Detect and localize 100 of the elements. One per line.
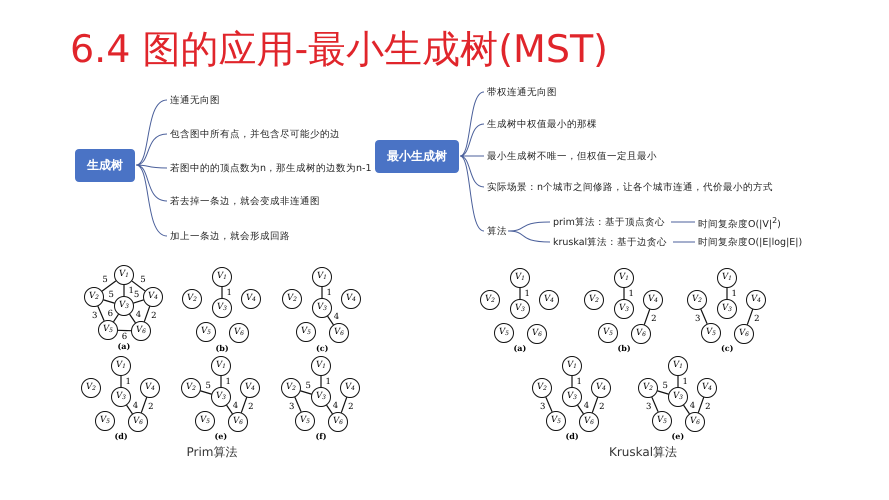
edge-weight: 4 [232, 400, 240, 411]
edge-weight: 6 [120, 332, 128, 342]
branch-topic: 生成树中权值最小的那棵 [487, 118, 597, 130]
branch-line [460, 156, 484, 232]
vertex-circle: V$_{2}$ [182, 289, 202, 309]
graph-edge [326, 404, 333, 414]
graph-edge [102, 280, 116, 292]
branch-line [460, 156, 484, 188]
edge-weight: 5 [304, 380, 312, 391]
vertex-circle: V$_{6}$ [131, 321, 151, 341]
vertex-circle: V$_{1}$ [114, 265, 134, 285]
edge-weight: 1 [628, 288, 635, 298]
panel-caption: (b) [618, 343, 631, 353]
vertex-circle: V$_{3}$ [717, 299, 737, 319]
vertex-circle: V$_{5}$ [598, 323, 618, 343]
vertex-circle: V$_{4}$ [240, 378, 260, 398]
edge-weight: 4 [332, 312, 340, 322]
vertex-circle: V$_{2}$ [181, 378, 201, 398]
edge-weight: 3 [288, 402, 296, 412]
vertex-circle: V$_{5}$ [98, 320, 118, 340]
vertex-circle: V$_{5}$ [95, 411, 115, 431]
edge-weight: 6 [106, 309, 114, 320]
panel-caption: (e) [672, 431, 684, 441]
graph-edge [118, 330, 132, 332]
graph-edge [700, 308, 708, 324]
graph-edge [677, 376, 679, 387]
graph-edge [577, 404, 584, 414]
vertex-circle: V$_{1}$ [311, 356, 331, 376]
vertex-circle: V$_{5}$ [494, 323, 514, 343]
panel-caption: (a) [118, 341, 130, 351]
panel-caption: (e) [214, 431, 228, 441]
vertex-circle: V$_{5}$ [195, 411, 215, 431]
branch-topic: 包含图中所有点，并包含尽可能少的边 [170, 128, 340, 140]
graph-edge [698, 397, 704, 413]
branch-line [508, 230, 550, 242]
panel-caption: (a) [514, 343, 526, 353]
edge-weight: 5 [204, 380, 212, 391]
graph-edge [746, 309, 754, 325]
vertex-circle: V$_{4}$ [591, 378, 611, 398]
vertex-circle: V$_{1}$ [717, 268, 737, 288]
edge-weight: 3 [539, 402, 546, 412]
graph-edge [300, 390, 312, 395]
graph-edge [545, 396, 553, 412]
vertex-circle: V$_{2}$ [584, 290, 604, 310]
edge-weight: 1 [730, 288, 738, 298]
vertex-circle: V$_{2}$ [84, 287, 104, 307]
graph-edge [592, 397, 598, 413]
graph-edge [321, 287, 323, 298]
algorithm-caption: Prim算法 [186, 444, 238, 460]
vertex-circle: V$_{6}$ [527, 324, 547, 344]
vertex-circle: V$_{5}$ [196, 322, 216, 342]
vertex-circle: V$_{3}$ [311, 387, 331, 407]
vertex-circle: V$_{3}$ [111, 387, 131, 407]
graph-edge [126, 404, 133, 414]
graph-edge [129, 314, 136, 324]
graph-edge [294, 396, 302, 412]
graph-edge [623, 288, 625, 299]
edge-weight: 1 [682, 376, 689, 386]
edge-weight: 4 [332, 400, 340, 411]
vertex-circle: V$_{6}$ [734, 324, 754, 344]
slide-title: 6.4 图的应用-最小生成树(MST) [70, 26, 608, 72]
panel-caption: (d) [114, 431, 128, 441]
vertex-circle: V$_{5}$ [296, 322, 316, 342]
vertex-circle: V$_{2}$ [480, 290, 500, 310]
edge-weight: 1 [128, 286, 135, 296]
vertex-circle: V$_{6}$ [579, 412, 599, 432]
algorithm-caption: Kruskal算法 [609, 444, 678, 460]
graph-edge [132, 280, 146, 292]
panel-caption: (b) [216, 343, 229, 353]
vertex-circle: V$_{2}$ [687, 290, 707, 310]
edge-weight: 4 [132, 400, 140, 411]
vertex-circle: V$_{3}$ [212, 298, 232, 318]
branch-line [460, 124, 484, 156]
vertex-circle: V$_{5}$ [295, 411, 315, 431]
root-topic-box: 生成树 [75, 148, 135, 182]
graph-edge [226, 404, 233, 414]
vertex-circle: V$_{6}$ [128, 412, 148, 432]
branch-topic: 实际场景：n个城市之间修路，让各个城市连通，代价最小的方式 [487, 180, 774, 194]
vertex-circle: V$_{5}$ [546, 411, 566, 431]
vertex-circle: V$_{1}$ [212, 267, 232, 287]
vertex-circle: V$_{4}$ [746, 290, 766, 310]
graph-edge [221, 287, 223, 298]
branch-line [136, 164, 168, 236]
branch-topic: 若去掉一条边，就会变成非连通图 [170, 194, 320, 208]
branch-topic: 加上一条边，就会形成回路 [170, 230, 290, 242]
branch-topic: 若图中的的顶点数为n，那生成树的边数为n-1 [170, 162, 372, 174]
branch-topic: kruskal算法：基于边贪心 [553, 236, 668, 248]
edge-weight: 1 [224, 376, 232, 386]
branch-topic: 最小生成树不唯一，但权值一定且最小 [487, 150, 657, 162]
vertex-circle: V$_{3}$ [510, 299, 530, 319]
edge-weight: 5 [139, 275, 147, 286]
branch-line [136, 134, 168, 166]
vertex-circle: V$_{4}$ [241, 289, 261, 309]
vertex-circle: V$_{3}$ [614, 299, 634, 319]
vertex-circle: V$_{4}$ [140, 378, 160, 398]
root-topic-box: 最小生成树 [375, 140, 459, 172]
vertex-circle: V$_{4}$ [643, 290, 663, 310]
complexity-note: 时间复杂度O(|V|$^{2}$) [698, 214, 781, 231]
vertex-circle: V$_{4}$ [341, 289, 361, 309]
graph-edge [140, 397, 148, 413]
